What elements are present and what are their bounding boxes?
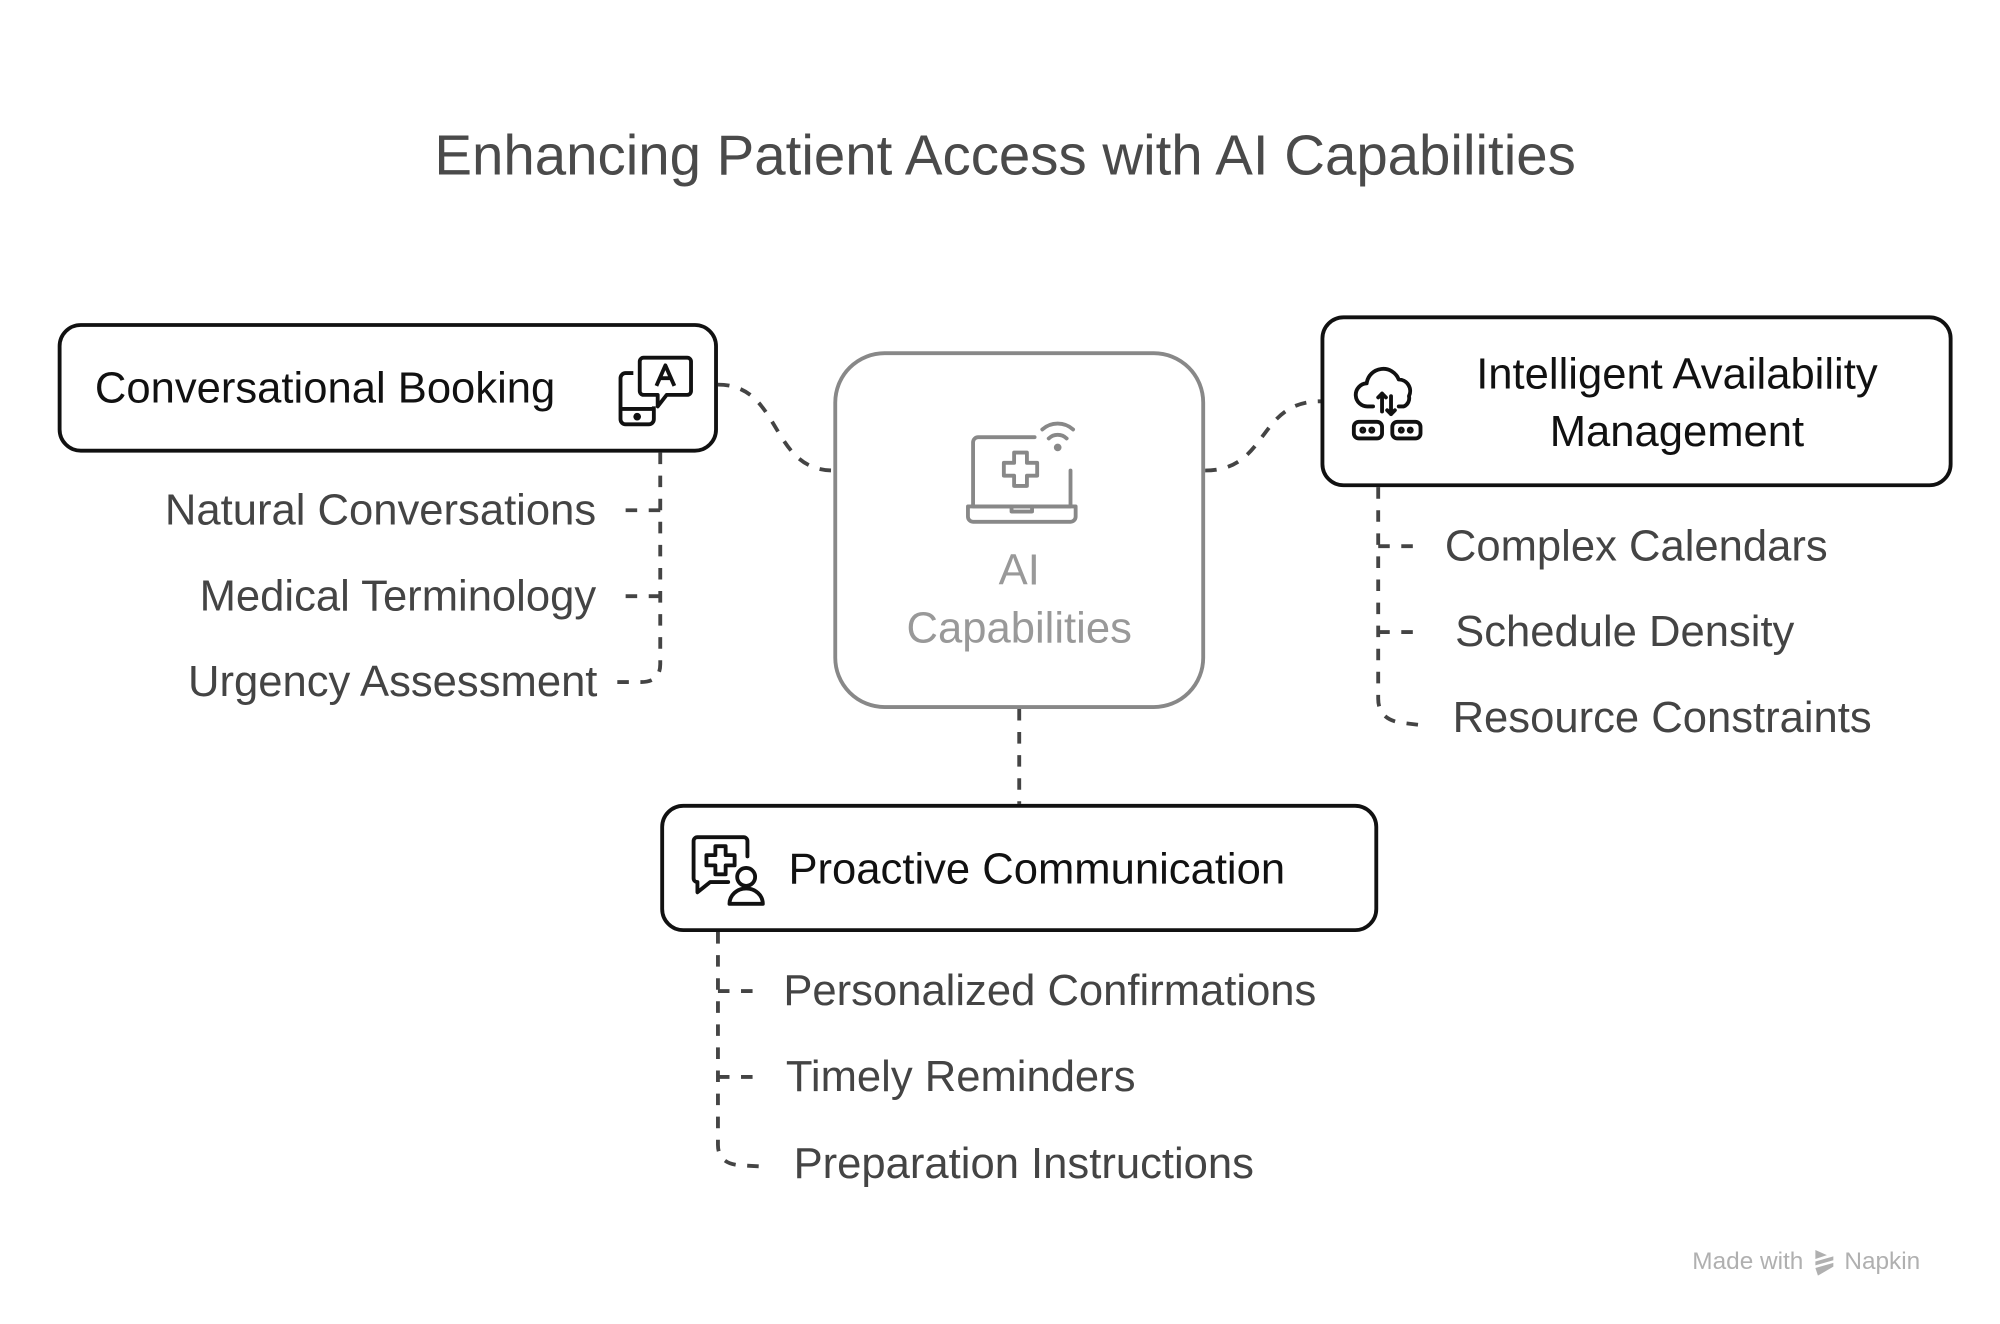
branch-line-communication — [716, 932, 766, 1169]
connector-availability — [1205, 399, 1321, 473]
node-proactive-communication: Proactive Communication — [660, 803, 1379, 933]
branch-line-availability — [1376, 487, 1426, 728]
node-label: Proactive Communication — [788, 844, 1286, 894]
node-intelligent-availability-management: Intelligent Availability Management — [1320, 315, 1953, 488]
center-node-ai-capabilities: AI Capabilities — [833, 351, 1206, 709]
center-label-line1: AI — [998, 546, 1040, 595]
item-schedule-density: Schedule Density — [1455, 607, 1795, 657]
diagram-title: Enhancing Patient Access with AI Capabil… — [434, 124, 1576, 188]
center-label-line2: Capabilities — [906, 603, 1132, 653]
medical-chat-user-icon — [691, 835, 765, 906]
item-timely-reminders: Timely Reminders — [785, 1052, 1136, 1102]
item-natural-conversations: Natural Conversations — [164, 485, 597, 535]
node-label-line2: Management — [1549, 407, 1805, 457]
phone-chat-icon — [618, 355, 693, 427]
item-personalized-confirmations: Personalized Confirmations — [783, 966, 1317, 1016]
item-resource-constraints: Resource Constraints — [1452, 693, 1872, 743]
connector-conversational — [717, 382, 834, 473]
napkin-brand-text: Napkin — [1844, 1248, 1921, 1276]
branch-line-conversational — [615, 452, 663, 684]
laptop-medical-wifi-icon — [966, 421, 1078, 524]
made-with-text: Made with — [1692, 1248, 1804, 1276]
item-medical-terminology: Medical Terminology — [199, 571, 597, 621]
napkin-logo-icon — [1814, 1249, 1833, 1276]
node-label-line1: Intelligent Availability — [1476, 349, 1878, 399]
node-label: Conversational Booking — [94, 364, 556, 413]
node-conversational-booking: Conversational Booking — [57, 323, 718, 453]
item-preparation-instructions: Preparation Instructions — [793, 1139, 1254, 1189]
cloud-server-icon — [1351, 366, 1423, 441]
item-complex-calendars: Complex Calendars — [1444, 521, 1828, 571]
made-with-napkin-badge: Made with Napkin — [1692, 1249, 1920, 1277]
item-urgency-assessment: Urgency Assessment — [188, 657, 598, 707]
